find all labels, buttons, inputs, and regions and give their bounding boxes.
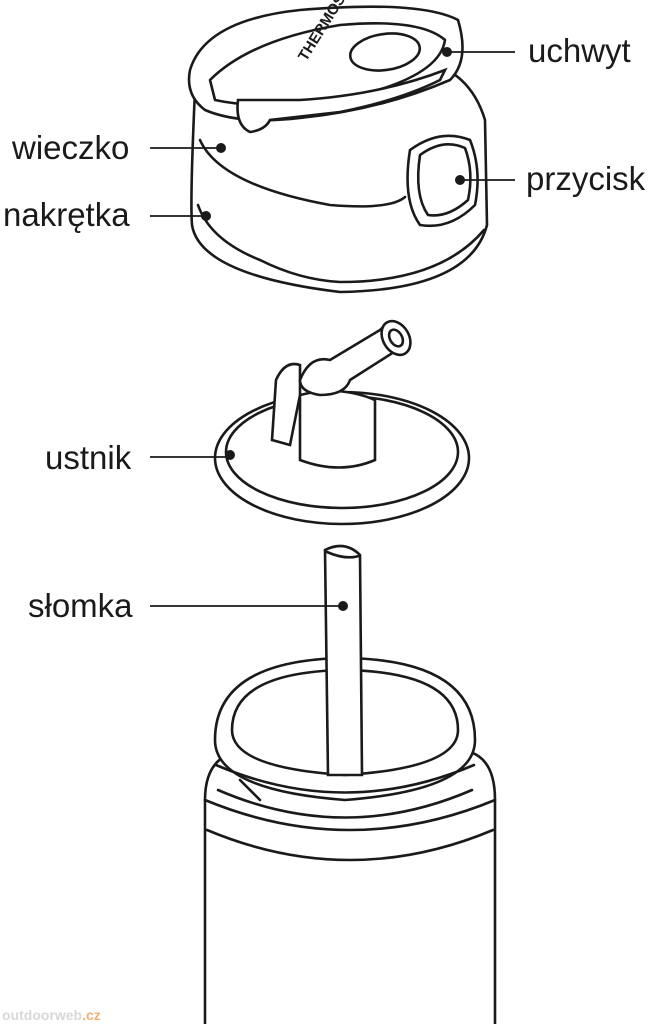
- label-slomka: słomka: [28, 587, 133, 624]
- watermark: outdoorweb.cz: [2, 1007, 101, 1023]
- label-przycisk: przycisk: [526, 160, 646, 197]
- cap-assembly: THERMOS.: [187, 0, 489, 294]
- straw: [323, 544, 364, 777]
- label-ustnik: ustnik: [45, 439, 132, 476]
- label-nakretka: nakrętka: [3, 196, 130, 233]
- watermark-main: outdoorweb: [2, 1007, 82, 1023]
- leader-lines: [150, 51, 515, 607]
- label-uchwyt: uchwyt: [528, 32, 631, 69]
- watermark-suffix: .cz: [82, 1007, 101, 1023]
- mouthpiece: [213, 319, 471, 526]
- label-wieczko: wieczko: [11, 129, 129, 166]
